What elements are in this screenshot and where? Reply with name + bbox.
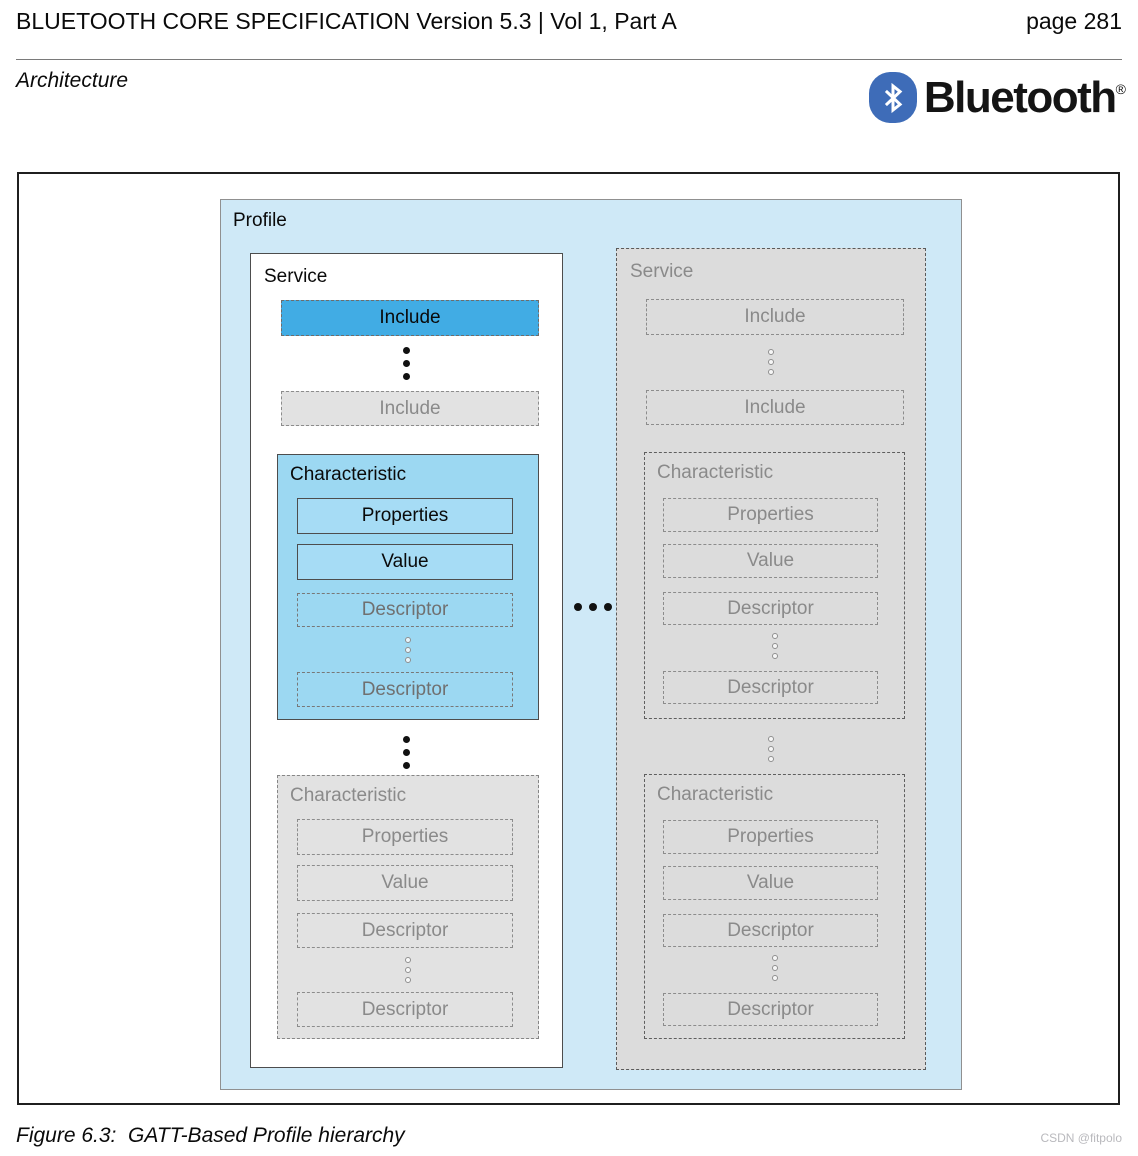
ellipsis-dot xyxy=(403,736,410,743)
bluetooth-logo-text: Bluetooth® xyxy=(923,72,1126,122)
horizontal-ellipsis-dots xyxy=(574,603,612,611)
value-box: Value xyxy=(297,865,513,901)
ellipsis-dot xyxy=(403,749,410,756)
header-divider xyxy=(16,59,1122,60)
ellipsis-ring xyxy=(771,955,778,961)
ellipsis-ring xyxy=(768,349,774,355)
descriptor-box: Descriptor xyxy=(297,992,513,1027)
ring-ellipsis-dots xyxy=(645,633,904,659)
ellipsis-ring xyxy=(405,957,411,963)
properties-box: Properties xyxy=(297,819,513,855)
descriptor-box: Descriptor xyxy=(663,993,878,1026)
ellipsis-ring xyxy=(405,647,411,653)
characteristic-label: Characteristic xyxy=(290,785,407,806)
ellipsis-dot xyxy=(589,603,597,611)
value-box: Value xyxy=(663,866,878,900)
ellipsis-dot xyxy=(403,762,410,769)
characteristic-label: Characteristic xyxy=(657,784,774,805)
ellipsis-dot xyxy=(403,373,410,380)
descriptor-box: Descriptor xyxy=(663,671,878,704)
include-box-faded: Include xyxy=(646,299,904,335)
ellipsis-ring xyxy=(771,643,778,649)
characteristic-label: Characteristic xyxy=(657,462,774,483)
ellipsis-dot xyxy=(403,347,410,354)
figure-frame: Profile Service Include Include Characte… xyxy=(17,172,1120,1105)
descriptor-box: Descriptor xyxy=(663,592,878,625)
ring-ellipsis-dots xyxy=(278,957,538,983)
profile-box: Profile Service Include Include Characte… xyxy=(220,199,962,1090)
descriptor-box: Descriptor xyxy=(297,593,513,627)
characteristic-box-faded: Characteristic Properties Value Descript… xyxy=(277,775,539,1039)
ellipsis-ring xyxy=(768,736,774,742)
include-box-faded: Include xyxy=(646,390,904,425)
ring-ellipsis-dots xyxy=(278,637,538,663)
ellipsis-ring xyxy=(771,633,778,639)
ellipsis-dot xyxy=(574,603,582,611)
service-box-right: Service Include Include Characteristic P… xyxy=(616,248,926,1070)
bluetooth-wordmark: Bluetooth xyxy=(923,72,1117,122)
doc-title: BLUETOOTH CORE SPECIFICATION Version 5.3… xyxy=(16,8,677,34)
page-number: page 281 xyxy=(1026,8,1122,34)
properties-box: Properties xyxy=(663,498,878,532)
ellipsis-ring xyxy=(768,369,774,375)
bluetooth-rune-icon xyxy=(868,72,917,123)
include-box-highlighted: Include xyxy=(281,300,539,336)
service-box-left: Service Include Include Characteristic P… xyxy=(250,253,563,1068)
figure-caption: Figure 6.3: GATT-Based Profile hierarchy xyxy=(16,1124,405,1147)
registered-mark: ® xyxy=(1115,80,1126,97)
ring-ellipsis-dots xyxy=(645,955,904,981)
profile-label: Profile xyxy=(233,210,287,231)
ellipsis-ring xyxy=(768,746,774,752)
ellipsis-ring xyxy=(405,637,411,643)
include-box-faded: Include xyxy=(281,391,539,426)
characteristic-box-highlighted: Characteristic Properties Value Descript… xyxy=(277,454,539,720)
ellipsis-ring xyxy=(405,657,411,663)
descriptor-box: Descriptor xyxy=(663,914,878,947)
ellipsis-dot xyxy=(604,603,612,611)
characteristic-box-faded: Characteristic Properties Value Descript… xyxy=(644,774,905,1039)
ring-ellipsis-dots xyxy=(617,349,925,375)
ellipsis-ring xyxy=(405,967,411,973)
service-label: Service xyxy=(264,266,328,287)
descriptor-box: Descriptor xyxy=(297,672,513,707)
ellipsis-ring xyxy=(768,359,774,365)
characteristic-label: Characteristic xyxy=(290,464,407,485)
ellipsis-ring xyxy=(405,977,411,983)
watermark: CSDN @fitpolo xyxy=(1040,1131,1122,1145)
ellipsis-ring xyxy=(771,975,778,981)
service-label: Service xyxy=(630,261,694,282)
value-box: Value xyxy=(663,544,878,578)
ellipsis-ring xyxy=(771,965,778,971)
ellipsis-dot xyxy=(403,360,410,367)
properties-box: Properties xyxy=(297,498,513,534)
descriptor-box: Descriptor xyxy=(297,913,513,948)
ellipsis-ring xyxy=(768,756,774,762)
section-title: Architecture xyxy=(16,69,129,92)
value-box: Value xyxy=(297,544,513,580)
ellipsis-ring xyxy=(771,653,778,659)
bluetooth-logo: Bluetooth® xyxy=(868,72,1126,123)
properties-box: Properties xyxy=(663,820,878,854)
ring-ellipsis-dots xyxy=(617,736,925,762)
vertical-ellipsis-dots xyxy=(251,736,562,769)
vertical-ellipsis-dots xyxy=(251,347,562,380)
characteristic-box-faded: Characteristic Properties Value Descript… xyxy=(644,452,905,719)
